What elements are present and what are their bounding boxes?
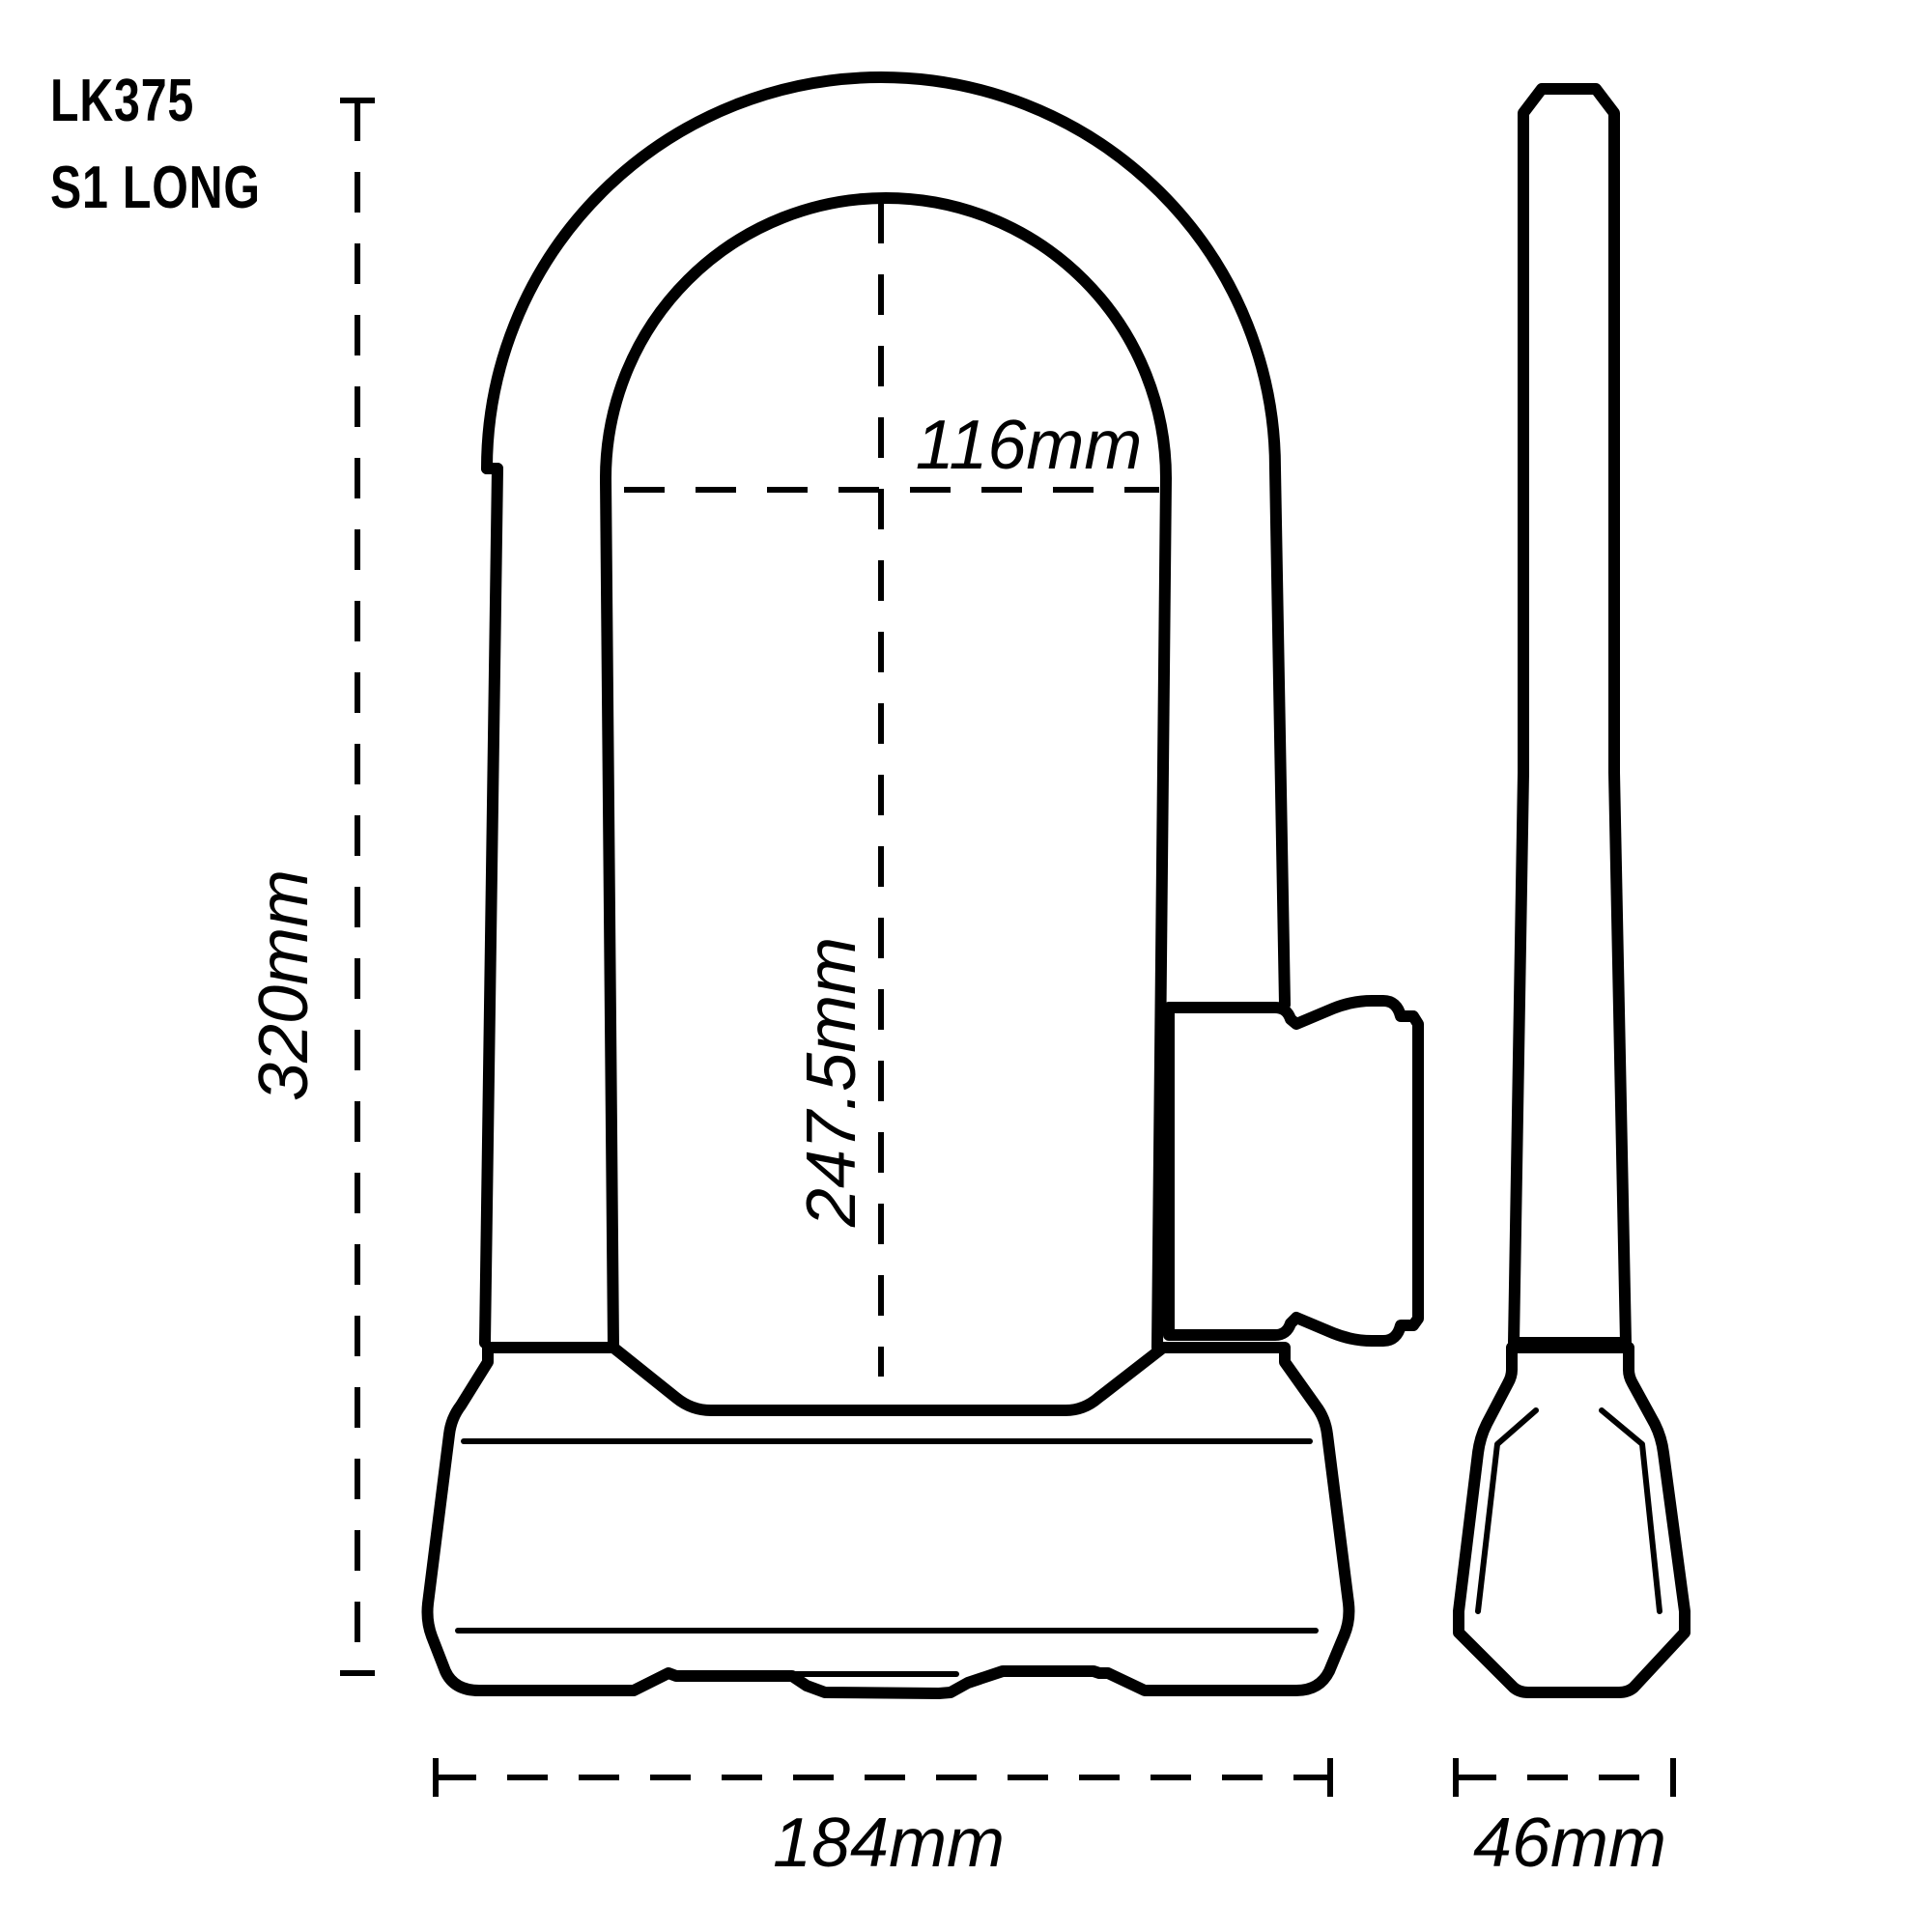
depth-label: 46mm — [1473, 1804, 1666, 1882]
overall-height-label: 320mm — [245, 869, 323, 1101]
shackle-left-leg — [479, 463, 503, 1349]
side-groove-left — [1475, 1407, 1539, 1614]
side-view — [1453, 83, 1690, 1698]
variant-label: S1 LONG — [50, 155, 261, 221]
inner-height-label: 247.5mm — [793, 937, 870, 1228]
crossbar-body — [421, 1342, 1355, 1699]
side-groove-right — [1599, 1407, 1662, 1614]
overall-width-label: 184mm — [773, 1804, 1005, 1882]
shackle-inner — [600, 192, 1172, 1353]
side-shackle — [1508, 83, 1632, 1349]
model-label: LK375 — [50, 68, 195, 134]
depth-dimension — [1453, 1758, 1676, 1797]
width-dimension — [433, 1758, 1333, 1797]
front-view — [421, 71, 1424, 1699]
inner-width-label: 116mm — [916, 407, 1143, 484]
lock-mechanism — [1163, 995, 1424, 1347]
height-dimension — [340, 98, 375, 1676]
side-body — [1453, 1342, 1690, 1698]
shackle-outer — [481, 71, 1291, 1010]
